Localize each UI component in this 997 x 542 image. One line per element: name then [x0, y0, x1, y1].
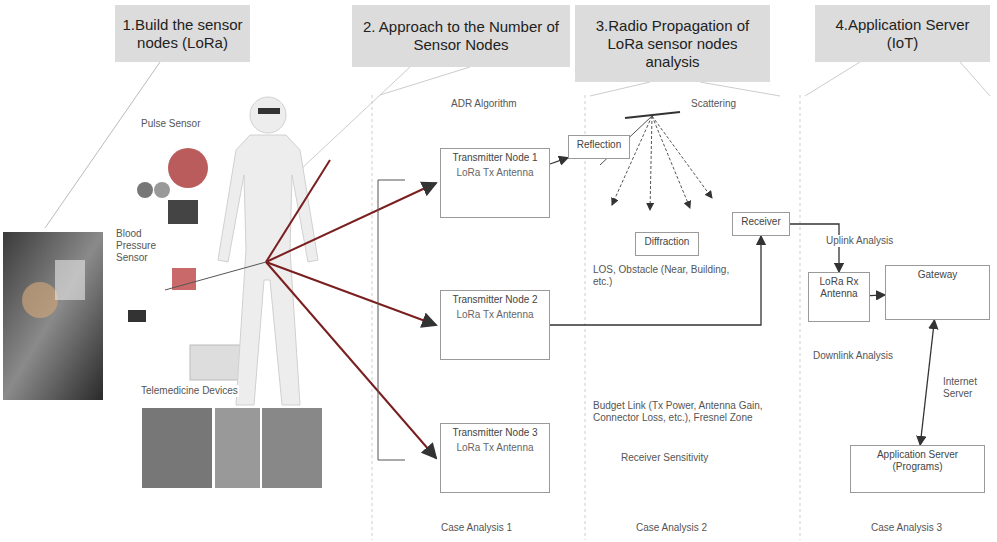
node-title: Diffraction: [640, 236, 694, 248]
transmitter-box: Transmitter Node 3 LoRa Tx Antenna: [440, 423, 550, 493]
propagation-box: Diffraction: [635, 232, 699, 256]
node-title: Transmitter Node 3: [445, 427, 545, 439]
antenna-box: LoRa Rx Antenna: [808, 272, 870, 322]
annotation-label: Case Analysis 3: [870, 522, 943, 534]
annotation-label: Receiver Sensitivity: [620, 452, 709, 464]
receiver-box: Receiver: [732, 212, 790, 236]
step-header: 3.Radio Propagation of LoRa sensor nodes…: [575, 5, 770, 82]
annotation-label: Case Analysis 1: [440, 522, 513, 534]
annotation-label: Uplink Analysis: [825, 235, 894, 247]
propagation-box: Reflection: [568, 135, 630, 159]
node-title: Transmitter Node 2: [445, 294, 545, 306]
node-subtitle: LoRa Tx Antenna: [445, 442, 545, 454]
connector-arrow: [550, 158, 568, 164]
node-title: Transmitter Node 1: [445, 152, 545, 164]
annotation-label: Blood Pressure Sensor: [115, 228, 165, 264]
annotation-label: Internet Server: [942, 376, 992, 400]
annotation-label: ADR Algorithm: [450, 98, 518, 110]
step-header: 1.Build the sensor nodes (LoRa): [115, 5, 250, 62]
node-title: Application Server (Programs): [855, 449, 980, 473]
server-box: Application Server (Programs): [850, 445, 985, 493]
node-title: Gateway: [890, 269, 985, 281]
node-title: 4.Application Server (IoT): [821, 16, 984, 52]
annotation-label: Scattering: [690, 98, 737, 110]
node-title: 3.Radio Propagation of LoRa sensor nodes…: [581, 17, 764, 71]
node-title: Reflection: [573, 139, 625, 151]
node-title: LoRa Rx Antenna: [813, 276, 865, 300]
node-subtitle: LoRa Tx Antenna: [445, 167, 545, 179]
annotation-label: Downlink Analysis: [812, 350, 894, 362]
gateway-box: Gateway: [885, 265, 990, 320]
step-header: 2. Approach to the Number of Sensor Node…: [352, 5, 570, 67]
annotation-label: Pulse Sensor: [140, 118, 201, 130]
node-title: Receiver: [737, 216, 785, 228]
annotation-label: Telemedicine Devices: [140, 385, 239, 397]
connector-arrow: [870, 294, 885, 296]
annotation-label: Budget Link (Tx Power, Antenna Gain, Con…: [592, 400, 784, 424]
connector-arrow: [920, 320, 934, 445]
node-subtitle: LoRa Tx Antenna: [445, 309, 545, 321]
annotation-label: Case Analysis 2: [635, 522, 708, 534]
connector-arrow: [790, 224, 839, 272]
step-header: 4.Application Server (IoT): [815, 5, 990, 62]
annotation-label: LOS, Obstacle (Near, Building, etc.): [592, 264, 744, 288]
node-title: 2. Approach to the Number of Sensor Node…: [358, 18, 564, 54]
transmitter-box: Transmitter Node 1 LoRa Tx Antenna: [440, 148, 550, 218]
transmitter-box: Transmitter Node 2 LoRa Tx Antenna: [440, 290, 550, 360]
node-title: 1.Build the sensor nodes (LoRa): [121, 16, 244, 52]
